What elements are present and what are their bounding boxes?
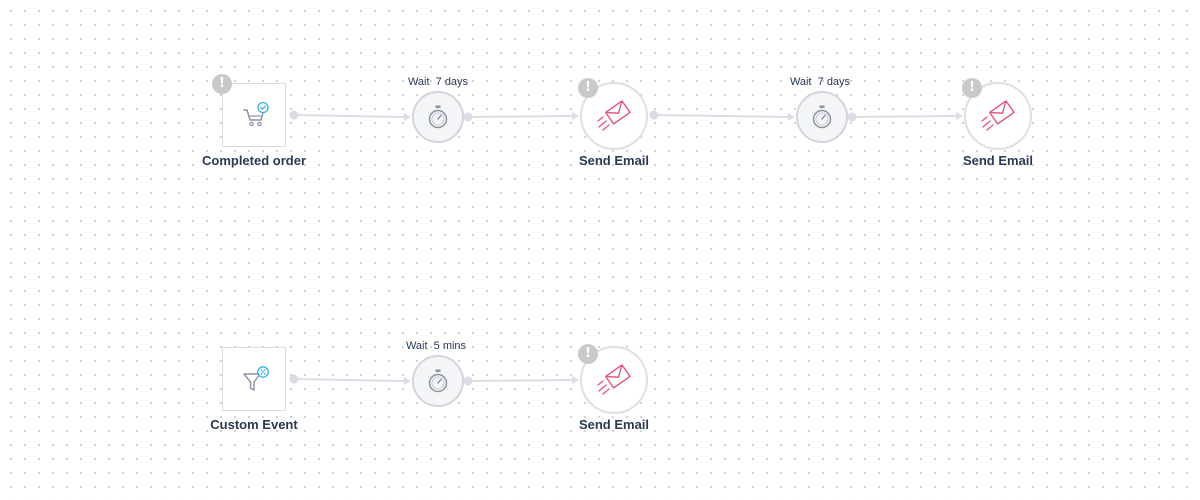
wait-label: Wait 7 days	[407, 76, 469, 88]
send-email-label: Send Email	[578, 153, 650, 168]
stopwatch-icon	[812, 105, 832, 129]
wait-label: Wait 7 days	[789, 76, 851, 88]
trigger-label: Completed order	[201, 153, 306, 168]
connector-wait2-to-email2-row1	[847, 112, 963, 122]
connector-trigger-to-wait-row1	[289, 110, 411, 121]
warning-badge[interactable]: !	[578, 344, 598, 364]
trigger-node-custom-event[interactable]	[222, 347, 286, 411]
envelope-send-icon	[981, 100, 1015, 131]
envelope-send-icon	[597, 364, 631, 395]
connector-wait-to-email-row2	[463, 376, 579, 386]
warning-badge[interactable]: !	[212, 74, 232, 94]
connector-wait-to-email-row1	[463, 112, 579, 122]
wait-node-7-days-2[interactable]	[796, 91, 848, 143]
warning-badge[interactable]: !	[578, 78, 598, 98]
envelope-send-icon	[597, 100, 631, 131]
wait-node-5-mins[interactable]	[412, 355, 464, 407]
connector-email-to-wait-row1	[649, 110, 795, 121]
funnel-percent-icon	[243, 366, 269, 391]
trigger-node-completed-order[interactable]	[222, 83, 286, 147]
send-email-label: Send Email	[578, 417, 650, 432]
connector-trigger-to-wait-row2	[289, 374, 411, 385]
wait-label: Wait 5 mins	[405, 340, 467, 352]
wait-node-7-days[interactable]	[412, 91, 464, 143]
stopwatch-icon	[428, 105, 448, 129]
trigger-label: Custom Event	[210, 417, 298, 432]
send-email-label: Send Email	[962, 153, 1034, 168]
stopwatch-icon	[428, 369, 448, 393]
warning-badge[interactable]: !	[962, 78, 982, 98]
send-email-node[interactable]	[580, 82, 648, 150]
cart-check-icon	[243, 101, 269, 127]
